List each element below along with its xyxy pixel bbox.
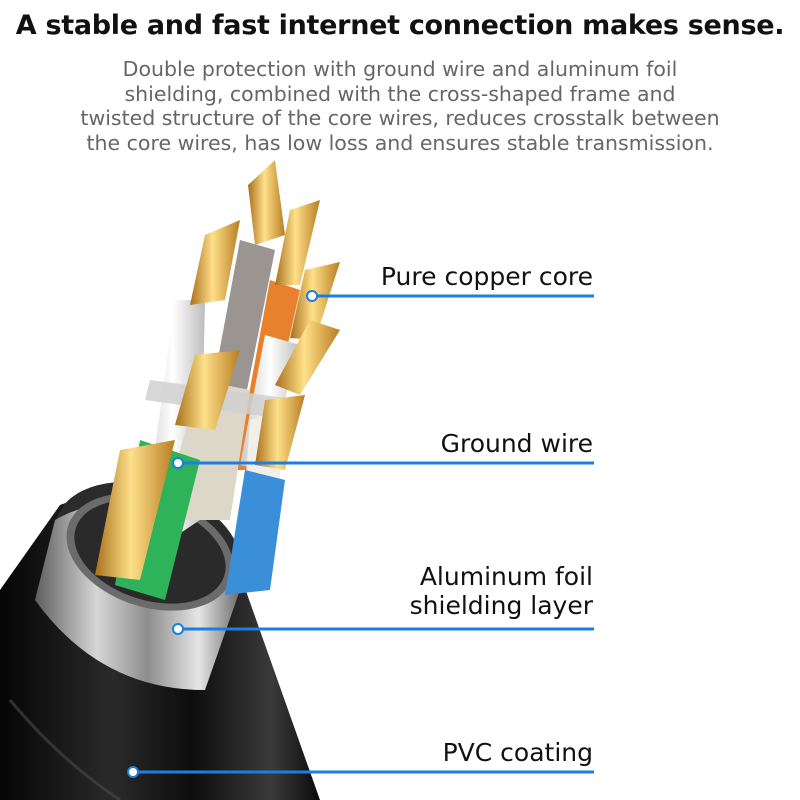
- callout-label-line: Aluminum foil: [419, 562, 593, 591]
- description-text: Double protection with ground wire and a…: [10, 57, 790, 155]
- callout-label-copper-core: Pure copper core: [381, 262, 593, 291]
- callout-label-line: Ground wire: [440, 429, 593, 458]
- callout-label-line: shielding layer: [409, 591, 593, 620]
- description-line: shielding, combined with the cross-shape…: [124, 81, 676, 106]
- callout-label-pvc-coating: PVC coating: [443, 738, 593, 767]
- callout-line-copper-core: [306, 290, 594, 302]
- description-line: twisted structure of the core wires, red…: [80, 106, 720, 130]
- callout-label-aluminum-foil: Aluminum foil shielding layer: [410, 562, 593, 620]
- page-title: A stable and fast internet connection ma…: [15, 10, 785, 41]
- callout-label-ground-wire: Ground wire: [441, 429, 593, 458]
- inner-wires: [95, 160, 340, 600]
- callout-line-pvc-coating: [127, 766, 594, 778]
- description-line: Double protection with ground wire and a…: [122, 57, 678, 81]
- callout-line-aluminum-foil: [172, 623, 594, 635]
- callout-line-ground-wire: [172, 457, 594, 469]
- callout-label-line: PVC coating: [442, 738, 593, 767]
- callout-label-line: Pure copper core: [380, 262, 593, 291]
- description-line: the core wires, has low loss and ensures…: [86, 130, 714, 155]
